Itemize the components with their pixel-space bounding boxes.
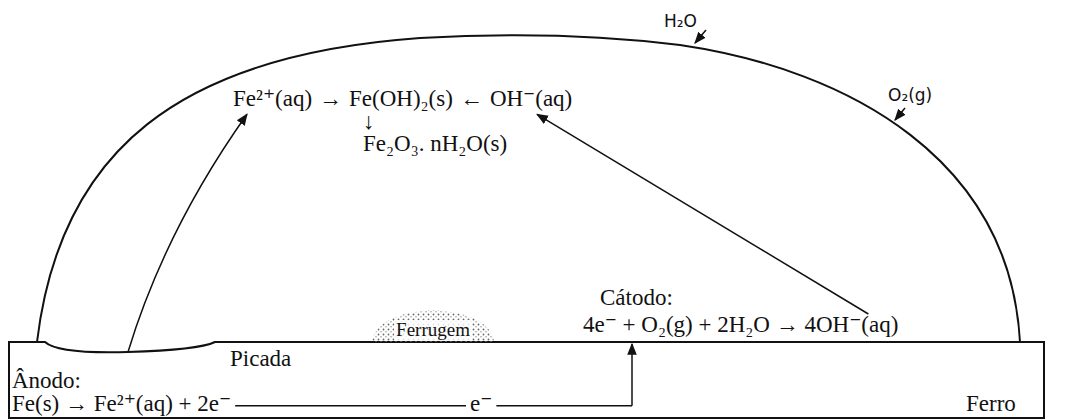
electron-wire: [235, 405, 466, 407]
rust-formula: Fe₂O₃. nH₂O(s): [363, 131, 507, 156]
ion-formula: Fe²⁺(aq): [233, 86, 312, 111]
iron-block: PicadaÂnodo:Fe(s) → Fe²⁺(aq) + 2e⁻ e⁻ Ferr…: [8, 330, 1045, 419]
cathode-label: Cátodo:: [600, 285, 673, 310]
water-label: H₂O: [664, 12, 697, 31]
ion-formula: OH⁻(aq): [490, 86, 572, 111]
material-label: Ferro: [966, 391, 1016, 416]
hydroxide-path-arrow: [537, 114, 868, 314]
rust-label: Ferrugem: [394, 320, 472, 341]
reaction-arrow: ↓: [363, 109, 375, 134]
oxygen-label: O₂(g): [888, 86, 932, 105]
water-drop-outline: [37, 35, 1020, 342]
hydroxide-formula: Fe(OH)₂(s): [349, 86, 453, 111]
electron-label: e⁻: [470, 391, 492, 416]
reaction-arrow: →: [319, 86, 342, 111]
pit-label: Picada: [230, 346, 291, 371]
reaction-row: Fe²⁺(aq) → Fe(OH)₂(s) ← OH⁻(aq): [233, 86, 572, 111]
ion-path-arrow: [128, 114, 247, 352]
water-arrow: [695, 30, 706, 43]
electron-wire: [496, 405, 632, 407]
electron-arrow: [631, 344, 633, 406]
oxygen-arrow: [895, 108, 905, 120]
anode-label: Ânodo:: [12, 368, 81, 393]
anode-equation: Fe(s) → Fe²⁺(aq) + 2e⁻: [12, 391, 231, 416]
rust-deposit: Ferrugem: [372, 308, 494, 342]
rust-stipple: [372, 310, 494, 342]
reaction-arrow: ←: [460, 86, 483, 111]
cathode-equation: 4e⁻ + O₂(g) + 2H₂O → 4OH⁻(aq): [583, 312, 898, 337]
iron-outline: [9, 342, 1044, 419]
